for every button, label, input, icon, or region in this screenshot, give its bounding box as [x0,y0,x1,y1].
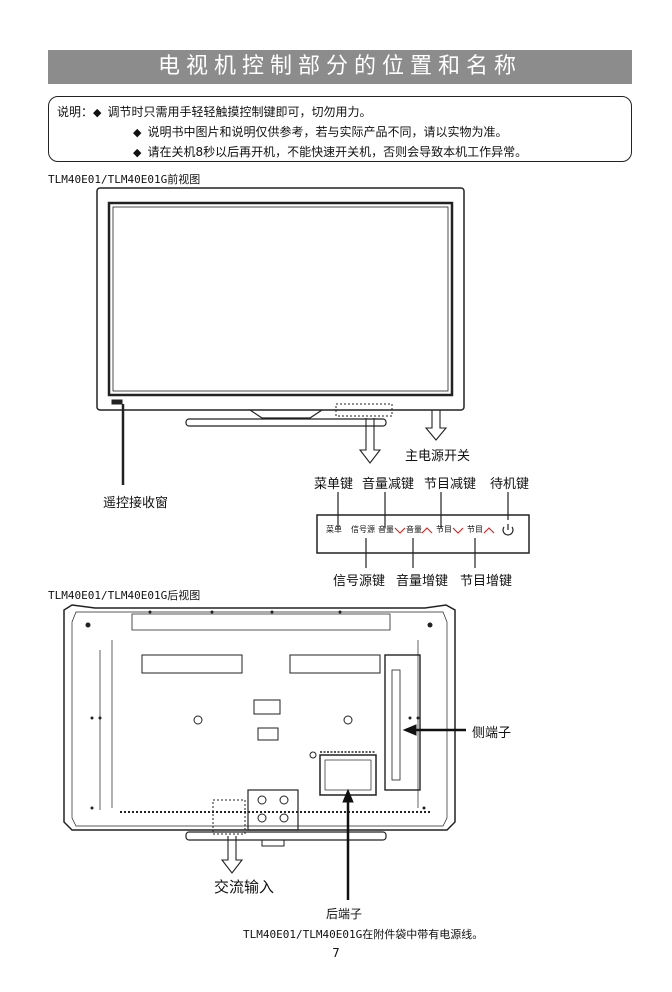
note-item: ◆说明书中图片和说明仅供参考，若与实际产品不同，请以实物为准。 [133,125,508,139]
tv-rear-body [63,604,456,831]
standby-key-label: 待机键 [490,477,530,492]
remote-window-marker [111,399,123,405]
note-item: ◆调节时只需用手轻轻触摸控制键即可，切勿用力。 [93,105,372,119]
side-terminal-label: 侧端子 [472,726,512,741]
panel-channel-down: 节目 [436,525,452,534]
power-icon [502,524,514,536]
channel-down-key-label: 节目减键 [424,477,477,492]
menu-key-label: 菜单键 [314,477,354,492]
rear-stand-base [185,831,387,841]
channel-down-icon [452,527,464,534]
panel-menu: 菜单 [326,525,342,534]
ac-input-dashed-box [212,799,246,835]
volume-up-key-label: 音量增键 [396,574,449,589]
tv-stand-neck [249,409,323,419]
notes-label: 说明： [57,105,94,119]
panel-volume-up: 音量 [406,525,422,534]
channel-up-key-label: 节目增键 [460,574,513,589]
hollow-arrow-keys [358,418,382,464]
page-title: 电视机控制部分的位置和名称 [48,50,632,84]
rear-terminal-label: 后端子 [326,907,363,921]
tv-front-bezel [96,187,465,411]
volume-down-icon [394,527,406,534]
rear-caption: TLM40E01/TLM40E01G后视图 [48,589,201,602]
arrow-side-terminal [402,724,417,736]
rear-vent-right [289,654,381,674]
arrow-rear-terminal [342,788,354,803]
power-cord-note: TLM40E01/TLM40E01G在附件袋中带有电源线。 [243,928,484,941]
panel-channel-up: 节目 [467,525,483,534]
control-panel [316,514,530,554]
side-terminal-panel [384,654,421,791]
volume-up-icon [421,527,433,534]
rear-vent-left [141,654,243,674]
channel-up-icon [483,527,495,534]
note-item: ◆请在关机8秒以后再开机，不能快速开关机，否则会导致本机工作异常。 [133,145,528,159]
hollow-arrow-ac [220,836,244,874]
front-caption: TLM40E01/TLM40E01G前视图 [48,173,201,186]
remote-window-label: 遥控接收窗 [103,496,169,511]
panel-volume-down: 音量 [378,525,394,534]
keys-dashed-box [335,403,393,417]
main-power-label: 主电源开关 [405,449,471,464]
ac-input-label: 交流输入 [214,878,275,896]
rear-stand-bracket [247,789,299,831]
hollow-arrow-power [424,410,448,441]
tv-front-screen [107,201,454,397]
tv-stand-base [185,418,387,427]
source-key-label: 信号源键 [333,574,386,589]
panel-source: 信号源 [351,525,375,534]
page-number: 7 [332,946,340,960]
volume-down-key-label: 音量减键 [362,477,415,492]
notes-box: 说明： ◆调节时只需用手轻轻触摸控制键即可，切勿用力。 ◆说明书中图片和说明仅供… [48,96,632,162]
